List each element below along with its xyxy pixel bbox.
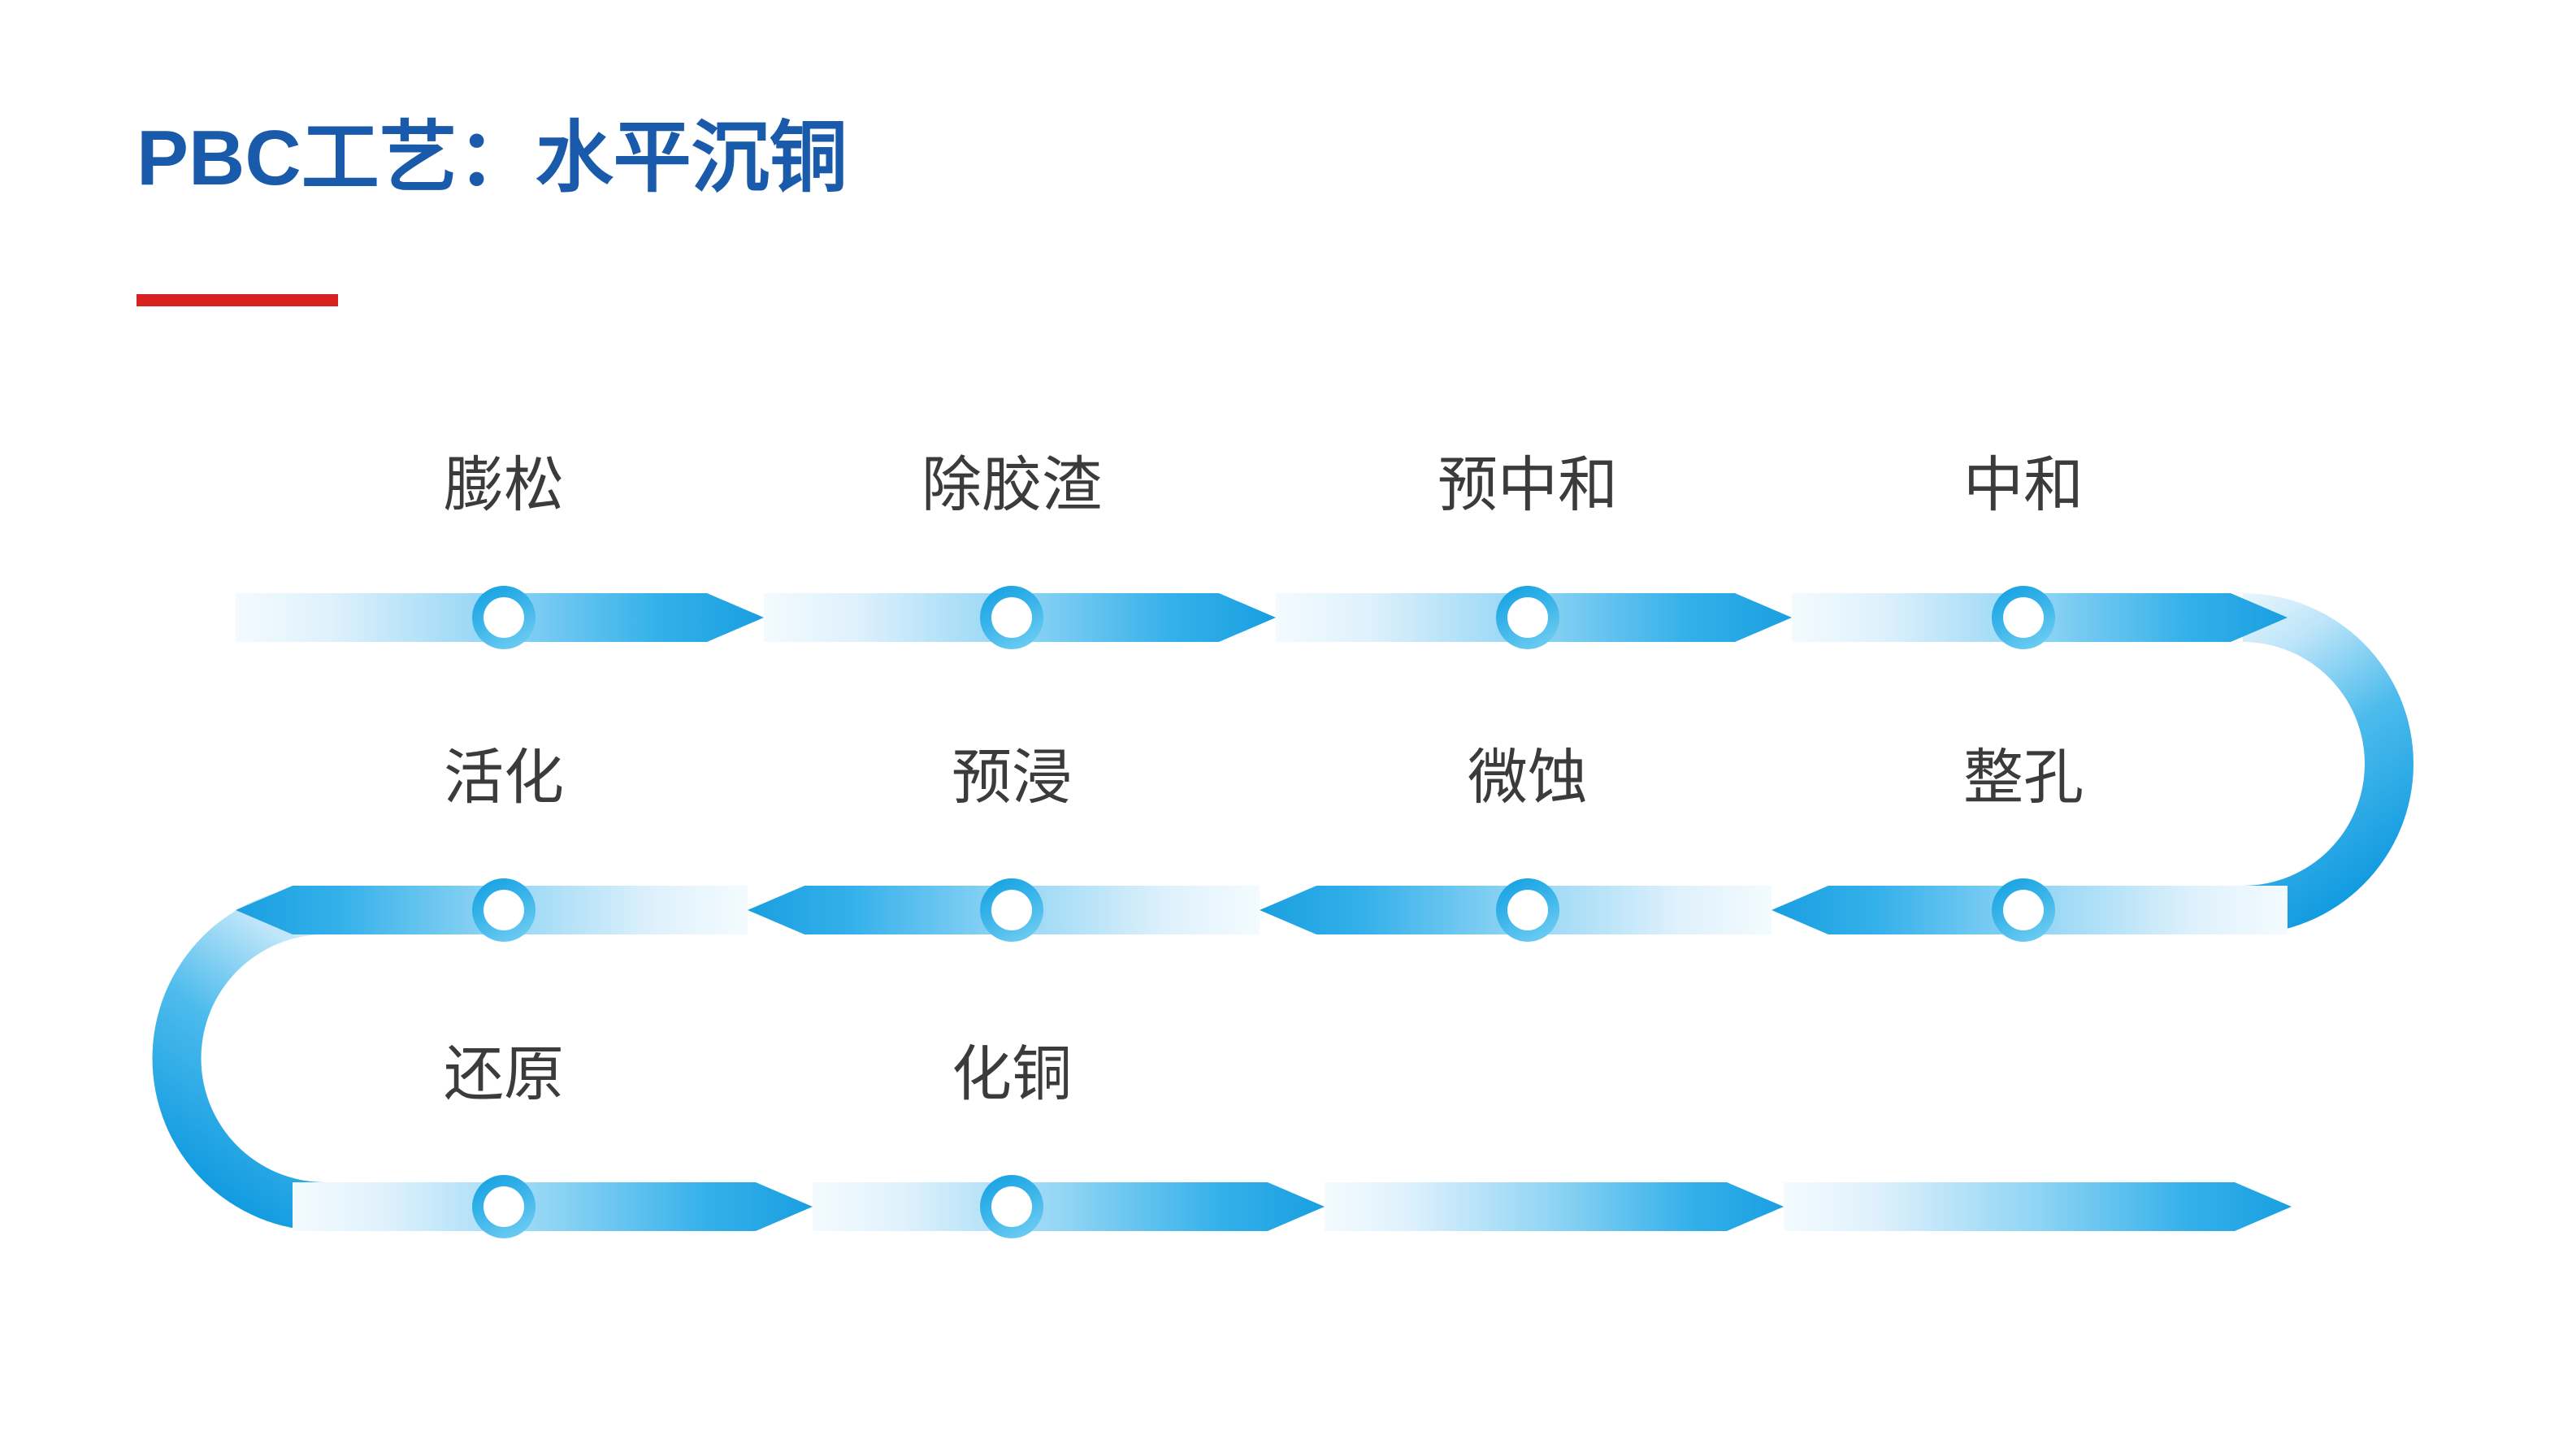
node-inner-weishi — [1507, 890, 1548, 930]
u-turn-left-connector — [152, 886, 325, 1231]
flow-row-1 — [236, 593, 2288, 642]
node-inner-zhonghe — [2003, 597, 2044, 638]
step-label-row1-1: 膨松 — [444, 450, 564, 520]
arrow-segment-blank-2 — [1784, 1182, 2292, 1231]
step-label-row1-3: 预中和 — [1438, 450, 1618, 520]
flow-node-group — [472, 586, 2055, 1238]
step-label-row2-1: 活化 — [444, 743, 564, 813]
step-label-row2-3: 微蚀 — [1468, 743, 1588, 813]
flow-row-3 — [293, 1182, 2292, 1231]
node-inner-pengsong — [484, 597, 524, 638]
arrow-segment-huanyuan — [293, 1182, 813, 1231]
step-label-row1-4: 中和 — [1963, 450, 2084, 520]
node-inner-huohua — [484, 890, 524, 930]
u-turn-right-connector — [2243, 593, 2413, 934]
node-inner-yuzhonghe — [1507, 597, 1548, 638]
arrow-segment-blank-1 — [1325, 1182, 1784, 1231]
step-label-row2-4: 整孔 — [1963, 743, 2084, 813]
node-inner-zhengkong — [2003, 890, 2044, 930]
step-label-row3-2: 化铜 — [952, 1039, 1072, 1109]
step-label-row1-2: 除胶渣 — [922, 450, 1102, 520]
step-label-row2-2: 预浸 — [952, 743, 1072, 813]
title-accent-rule — [137, 294, 338, 306]
arrow-segment-hualtong — [813, 1182, 1325, 1231]
title-block: PBC工艺：水平沉铜 — [137, 114, 848, 203]
flow-row-2 — [236, 886, 2288, 934]
node-inner-yujin — [991, 890, 1032, 930]
node-inner-huatong — [991, 1186, 1032, 1227]
node-inner-chujiaozha — [991, 597, 1032, 638]
page-title: PBC工艺：水平沉铜 — [137, 115, 848, 202]
node-inner-huanyuan — [484, 1186, 524, 1227]
step-label-row3-1: 还原 — [444, 1039, 564, 1109]
